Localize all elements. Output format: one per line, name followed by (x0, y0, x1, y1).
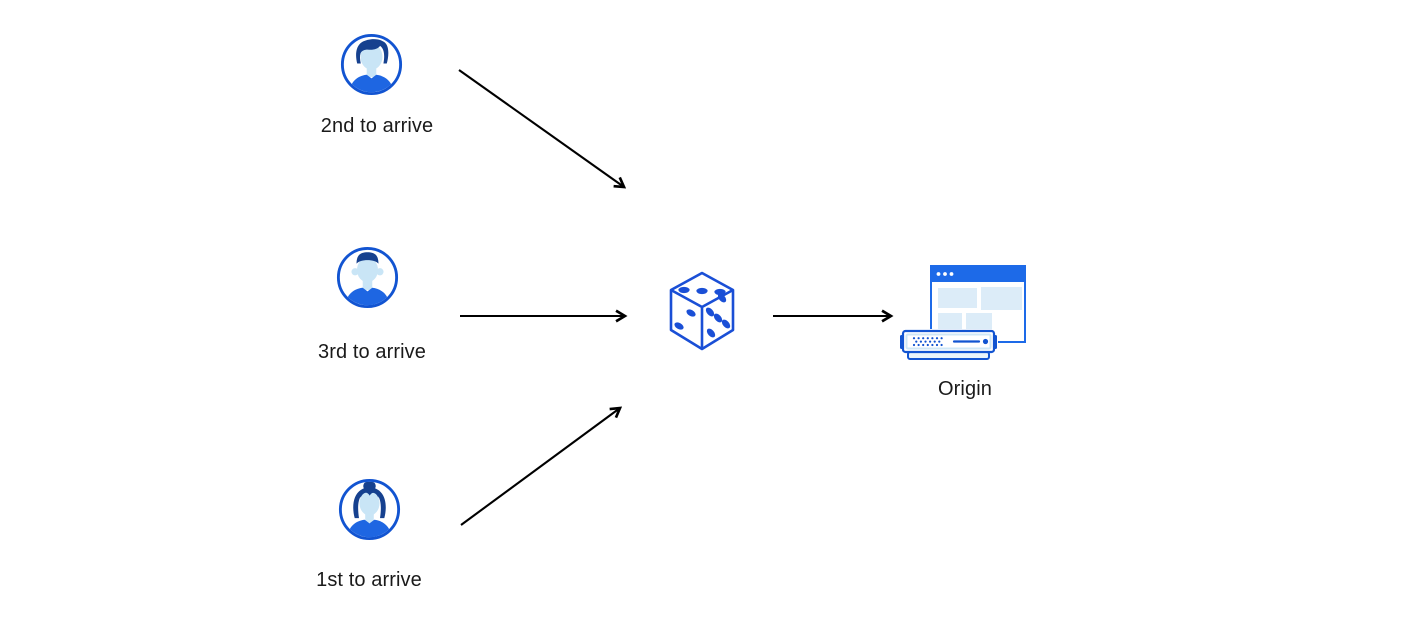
female-user-avatar-icon (338, 478, 401, 541)
node-label-user-top: 2nd to arrive (320, 115, 434, 137)
server-vent-dots (912, 337, 943, 347)
arrow-user-bottom-to-dice (460, 408, 620, 526)
arrow-user-top-to-dice (458, 69, 624, 187)
node-label-user-bottom: 1st to arrive (316, 569, 422, 591)
dice-icon (669, 271, 735, 351)
server-icon (899, 329, 998, 360)
node-label-origin: Origin (938, 378, 992, 400)
male-user-avatar-icon (336, 246, 399, 309)
node-label-user-middle: 3rd to arrive (317, 341, 426, 363)
male-user-avatar-icon (340, 33, 403, 96)
